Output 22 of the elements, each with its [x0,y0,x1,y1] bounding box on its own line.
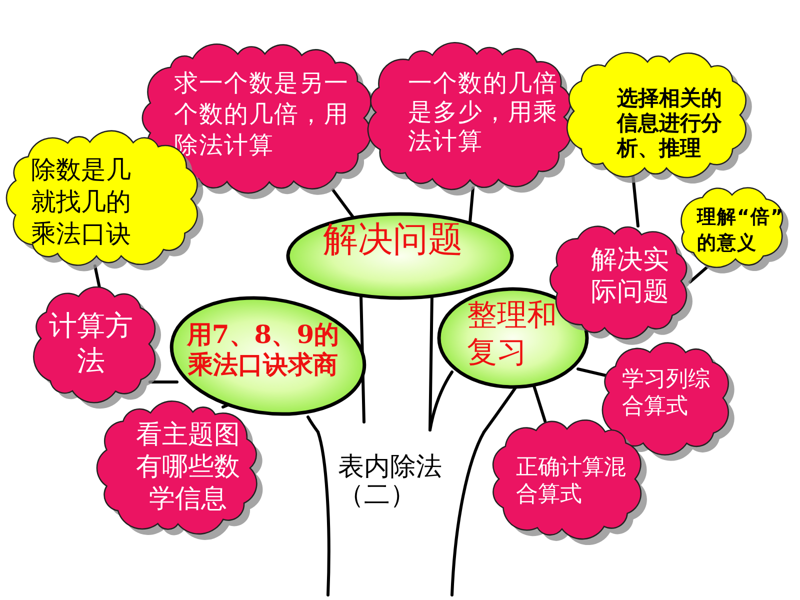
note-text: 一个数的几倍是多少，用乘法计算 [408,69,559,156]
note-text: 看主题图有哪些数学信息 [135,419,241,515]
tree-branch-line [306,416,320,434]
connector-line [148,380,178,384]
connector-line [532,384,546,422]
note-text: 学习列综合算式 [622,366,711,420]
trunk-title: 表内除法（二） [338,453,443,509]
topic-title: 解决问题 [322,220,464,260]
topic-title: 整理和复习 [467,297,558,371]
connector-line [468,186,474,224]
topic-ellipse [436,286,590,390]
note-text: 正确计算混合算式 [516,454,627,508]
topic-title: 用7、8、9的乘法口诀求商 [186,320,340,380]
connector-line [332,188,354,218]
tree-branch-line [428,370,454,432]
note-text: 计算方法 [48,308,134,378]
note-text: 解决实际问题 [591,244,670,308]
tree-branch-line [482,386,518,434]
note-text: 除数是几就找几的乘法口诀 [31,154,132,250]
note-text: 理解“倍”的意义 [697,205,785,256]
note-text: 选择相关的信息进行分析、推理 [617,86,723,161]
topic-ellipse [285,211,515,301]
